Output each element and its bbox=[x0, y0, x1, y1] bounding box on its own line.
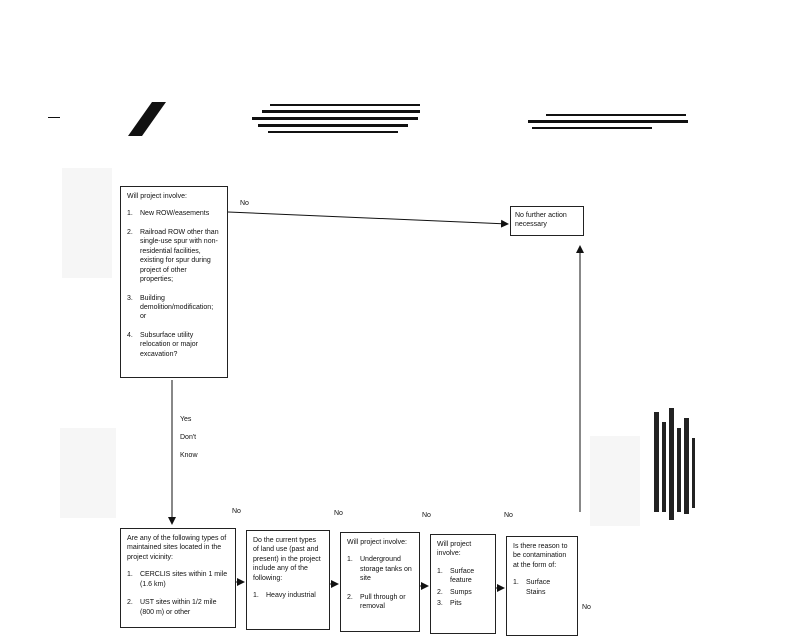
item-text: Railroad ROW other than single-use spur … bbox=[140, 228, 219, 284]
item-number: 2. bbox=[127, 228, 133, 236]
box-item: 1. Underground storage tanks on site bbox=[347, 555, 413, 583]
item-text: New ROW/easements bbox=[140, 210, 210, 218]
item-number: 2. bbox=[347, 593, 353, 601]
connector-lines bbox=[168, 211, 584, 592]
box-item: 1. Surface feature bbox=[437, 567, 489, 586]
decision-prompt: Will project involve: bbox=[127, 193, 187, 200]
label-know: Know bbox=[180, 452, 198, 459]
box-item: 2. Sumps bbox=[437, 588, 489, 597]
label-yes: Yes bbox=[180, 416, 192, 423]
item-number: 3. bbox=[127, 294, 133, 302]
item-text: Heavy industrial bbox=[266, 592, 316, 600]
box-item: 1. Surface Stains bbox=[513, 578, 571, 597]
item-number: 1. bbox=[127, 210, 133, 218]
label-no-3: No bbox=[422, 512, 431, 519]
box-list: 1. Surface Stains bbox=[513, 578, 571, 597]
item-text: Building demolition/modification; or bbox=[140, 294, 214, 321]
decision-box-storage-tanks: Will project involve: 1. Underground sto… bbox=[340, 532, 420, 632]
item-number: 1. bbox=[347, 556, 353, 564]
box-item: 2. UST sites within 1/2 mile (800 m) or … bbox=[127, 598, 229, 617]
scan-mark-graphic bbox=[128, 102, 166, 136]
item-text: Underground storage tanks on site bbox=[360, 556, 412, 583]
item-number: 1. bbox=[437, 567, 443, 575]
decision-box-land-use: Do the current types of land use (past a… bbox=[246, 530, 330, 630]
label-no-4: No bbox=[504, 512, 513, 519]
box-list: 1. Underground storage tanks on site 2. … bbox=[347, 555, 413, 611]
item-number: 2. bbox=[127, 599, 133, 607]
item-number: 4. bbox=[127, 331, 133, 339]
box-item: 2. Pull through or removal bbox=[347, 593, 413, 612]
decision-box-contamination: Is there reason to be contamination at t… bbox=[506, 536, 578, 636]
decision-box-project-scope: Will project involve: 1. New ROW/easemen… bbox=[120, 186, 228, 378]
item-text: Surface feature bbox=[450, 567, 475, 585]
box-prompt: Will project involve: bbox=[347, 539, 407, 546]
item-number: 1. bbox=[127, 571, 133, 579]
decision-item: 2. Railroad ROW other than single-use sp… bbox=[127, 228, 221, 285]
box-list: 1. CERCLIS sites within 1 mile (1.6 km) … bbox=[127, 570, 229, 617]
box-item: 1. Heavy industrial bbox=[253, 591, 323, 600]
decision-list: 1. New ROW/easements 2. Railroad ROW oth… bbox=[127, 209, 221, 359]
box-prompt: Do the current types of land use (past a… bbox=[253, 537, 321, 582]
decision-item: 1. New ROW/easements bbox=[127, 209, 221, 218]
item-text: Surface Stains bbox=[526, 579, 551, 596]
item-text: CERCLIS sites within 1 mile (1.6 km) bbox=[140, 571, 228, 588]
box-list: 1. Heavy industrial bbox=[253, 591, 323, 600]
decision-item: 4. Subsurface utility relocation or majo… bbox=[127, 331, 221, 359]
item-number: 2. bbox=[437, 588, 443, 596]
decision-box-sites: Are any of the following types of mainta… bbox=[120, 528, 236, 628]
item-text: UST sites within 1/2 mile (800 m) or oth… bbox=[140, 599, 217, 616]
side-stamp-graphic bbox=[654, 408, 695, 520]
label-no-top: No bbox=[240, 200, 249, 207]
item-text: Subsurface utility relocation or major e… bbox=[140, 331, 198, 358]
flowchart-page: Will project involve: 1. New ROW/easemen… bbox=[48, 102, 695, 636]
box-item: 3. Pits bbox=[437, 599, 489, 608]
item-text: Sumps bbox=[450, 588, 472, 596]
item-number: 1. bbox=[253, 592, 259, 600]
box-prompt: Is there reason to be contamination at t… bbox=[513, 543, 568, 569]
result-box-no-action: No further action necessary bbox=[510, 206, 584, 236]
label-no-5: No bbox=[582, 604, 591, 611]
box-item: 1. CERCLIS sites within 1 mile (1.6 km) bbox=[127, 570, 229, 589]
label-no-1: No bbox=[232, 508, 241, 515]
item-text: Pull through or removal bbox=[360, 593, 406, 611]
decision-item: 3. Building demolition/modification; or bbox=[127, 294, 221, 322]
box-prompt: Are any of the following types of mainta… bbox=[127, 535, 227, 561]
item-text: Pits bbox=[450, 600, 462, 608]
label-no-2: No bbox=[334, 510, 343, 517]
box-list: 1. Surface feature 2. Sumps 3. Pits bbox=[437, 567, 489, 609]
result-text: No further action necessary bbox=[515, 212, 567, 229]
label-dont: Don't bbox=[180, 434, 197, 441]
decision-box-surface-features: Will project involve: 1. Surface feature… bbox=[430, 534, 496, 634]
item-number: 3. bbox=[437, 600, 443, 608]
box-prompt: Will project involve: bbox=[437, 541, 472, 558]
item-number: 1. bbox=[513, 579, 519, 587]
